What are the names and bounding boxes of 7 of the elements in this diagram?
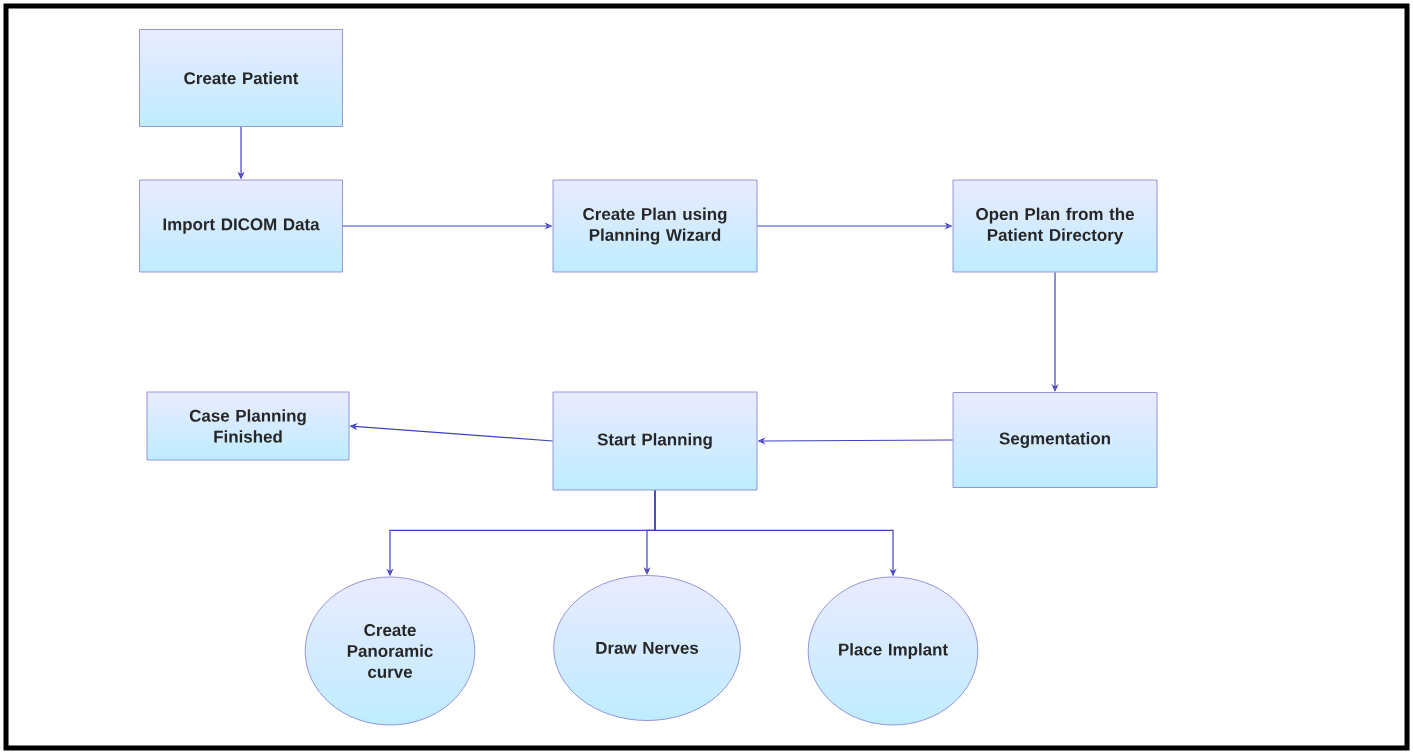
process-box: Create Plan using Planning Wizard (552, 179, 758, 273)
process-box: Open Plan from the Patient Directory (952, 179, 1158, 273)
process-box: Start Planning (552, 391, 758, 491)
process-box: Case Planning Finished (146, 391, 350, 461)
process-box: Import DICOM Data (139, 179, 343, 273)
process-box: Create Patient (139, 29, 343, 127)
process-box: Segmentation (952, 392, 1158, 488)
